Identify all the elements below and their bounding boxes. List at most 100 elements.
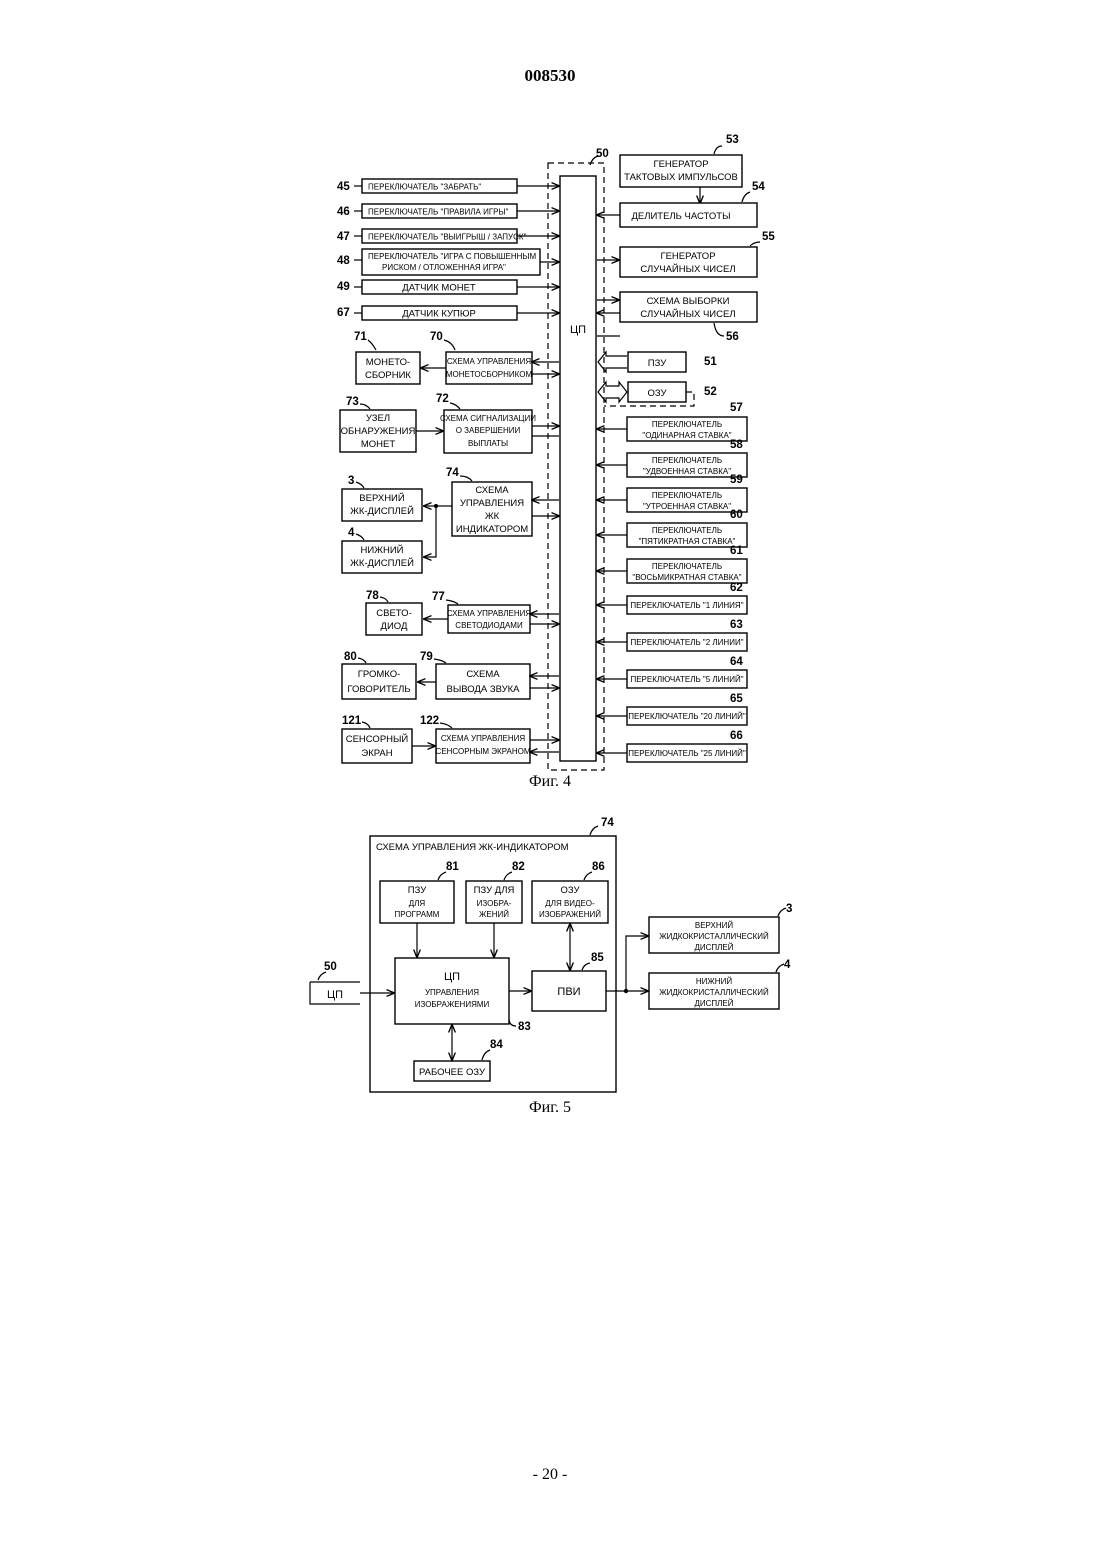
svg-text:46: 46 [337,206,350,218]
svg-text:"УДВОЕННАЯ СТАВКА": "УДВОЕННАЯ СТАВКА" [643,467,731,476]
left-input-switch: ПЕРЕКЛЮЧАТЕЛЬ "ВЫИГРЫШ / ЗАПУСК" 47 [337,229,559,243]
svg-text:3: 3 [348,475,354,487]
svg-text:ПЕРЕКЛЮЧАТЕЛЬ: ПЕРЕКЛЮЧАТЕЛЬ [652,526,722,535]
svg-text:64: 64 [730,656,743,668]
svg-text:СЛУЧАЙНЫХ ЧИСЕЛ: СЛУЧАЙНЫХ ЧИСЕЛ [640,263,735,275]
svg-text:ПЕРЕКЛЮЧАТЕЛЬ: ПЕРЕКЛЮЧАТЕЛЬ [652,491,722,500]
svg-text:ЭКРАН: ЭКРАН [361,748,392,759]
svg-text:4: 4 [348,527,355,539]
svg-text:65: 65 [730,693,743,705]
svg-text:63: 63 [730,619,743,631]
svg-text:86: 86 [592,861,605,873]
svg-text:ОЗУ: ОЗУ [560,885,580,896]
line-switch: ПЕРЕКЛЮЧАТЕЛЬ "25 ЛИНИЙ" 66 [597,730,747,762]
svg-text:ПЕРЕКЛЮЧАТЕЛЬ "2 ЛИНИИ": ПЕРЕКЛЮЧАТЕЛЬ "2 ЛИНИИ" [630,638,743,647]
svg-text:СЕНСОРНЫЙ: СЕНСОРНЫЙ [346,733,409,745]
svg-text:ГЕНЕРАТОР: ГЕНЕРАТОР [660,251,715,262]
svg-text:49: 49 [337,281,350,293]
svg-text:72: 72 [436,393,449,405]
svg-text:МОНЕТ: МОНЕТ [361,439,396,450]
svg-text:О ЗАВЕРШЕНИИ: О ЗАВЕРШЕНИИ [456,426,521,435]
svg-text:121: 121 [342,715,362,727]
touch-control-block: СХЕМА УПРАВЛЕНИЯ СЕНСОРНЫМ ЭКРАНОМ 122 [412,715,559,763]
svg-text:ГРОМКО-: ГРОМКО- [358,669,401,680]
svg-text:ИЗОБРАЖЕНИЯМИ: ИЗОБРАЖЕНИЯМИ [415,1000,490,1009]
bet-switch: ПЕРЕКЛЮЧАТЕЛЬ "ОДИНАРНАЯ СТАВКА" 57 [597,402,747,441]
svg-text:ПЕРЕКЛЮЧАТЕЛЬ "ИГРА С ПОВЫШЕНН: ПЕРЕКЛЮЧАТЕЛЬ "ИГРА С ПОВЫШЕННЫМ [368,252,536,261]
svg-text:ПЕРЕКЛЮЧАТЕЛЬ "5 ЛИНИЙ": ПЕРЕКЛЮЧАТЕЛЬ "5 ЛИНИЙ" [630,675,743,684]
svg-text:ОЗУ: ОЗУ [647,388,667,399]
svg-text:ЖК-ДИСПЛЕЙ: ЖК-ДИСПЛЕЙ [350,505,414,517]
svg-text:ВЕРХНИЙ: ВЕРХНИЙ [359,492,405,504]
cpu-block [560,176,596,761]
svg-text:ИЗОБРА-: ИЗОБРА- [477,899,512,908]
bet-switch: ПЕРЕКЛЮЧАТЕЛЬ "ВОСЬМИКРАТНАЯ СТАВКА" 61 [597,545,747,583]
svg-text:51: 51 [704,356,717,368]
svg-text:УЗЕЛ: УЗЕЛ [366,413,390,424]
svg-text:ГЕНЕРАТОР: ГЕНЕРАТОР [653,159,708,170]
svg-text:ПВИ: ПВИ [557,986,580,998]
upper-lcd-block: ВЕРХНИЙ ЖК-ДИСПЛЕЙ 3 [342,475,422,521]
svg-text:57: 57 [730,402,743,414]
svg-text:ИНДИКАТОРОМ: ИНДИКАТОРОМ [456,524,528,535]
svg-text:55: 55 [762,231,775,243]
svg-text:62: 62 [730,582,743,594]
svg-text:84: 84 [490,1039,503,1051]
svg-text:МОНЕТО-: МОНЕТО- [366,357,410,368]
svg-text:ЦП: ЦП [327,989,343,1001]
svg-text:СХЕМА: СХЕМА [475,485,509,496]
svg-text:ПЕРЕКЛЮЧАТЕЛЬ "ЗАБРАТЬ": ПЕРЕКЛЮЧАТЕЛЬ "ЗАБРАТЬ" [368,183,481,192]
lower-lcd-block: НИЖНИЙ ЖК-ДИСПЛЕЙ 4 [342,527,422,573]
svg-text:СВЕТО-: СВЕТО- [376,608,411,619]
hopper-block: МОНЕТО- СБОРНИК 71 [354,331,420,384]
svg-text:ПЗУ: ПЗУ [408,885,427,896]
svg-text:66: 66 [730,730,743,742]
svg-text:ГОВОРИТЕЛЬ: ГОВОРИТЕЛЬ [347,684,410,695]
svg-text:ВЕРХНИЙ: ВЕРХНИЙ [695,921,734,930]
lcd-control-block: СХЕМА УПРАВЛЕНИЯ ЖК ИНДИКАТОРОМ 74 [424,467,559,557]
svg-text:ЖИДКОКРИСТАЛЛИЧЕСКИЙ: ЖИДКОКРИСТАЛЛИЧЕСКИЙ [659,988,769,997]
line-switch: ПЕРЕКЛЮЧАТЕЛЬ "5 ЛИНИЙ" 64 [597,656,747,688]
svg-text:ТАКТОВЫХ ИМПУЛЬСОВ: ТАКТОВЫХ ИМПУЛЬСОВ [624,172,738,183]
line-switch: ПЕРЕКЛЮЧАТЕЛЬ "20 ЛИНИЙ" 65 [597,693,747,725]
page-number: - 20 - [0,1466,1100,1484]
svg-text:УПРАВЛЕНИЯ: УПРАВЛЕНИЯ [460,498,524,509]
svg-text:ПЗУ: ПЗУ [648,358,667,369]
svg-text:83: 83 [518,1021,531,1033]
svg-text:ЖИДКОКРИСТАЛЛИЧЕСКИЙ: ЖИДКОКРИСТАЛЛИЧЕСКИЙ [659,932,769,941]
svg-text:ПЕРЕКЛЮЧАТЕЛЬ "1 ЛИНИЯ": ПЕРЕКЛЮЧАТЕЛЬ "1 ЛИНИЯ" [630,601,743,610]
svg-text:ПЕРЕКЛЮЧАТЕЛЬ "ВЫИГРЫШ / ЗАПУС: ПЕРЕКЛЮЧАТЕЛЬ "ВЫИГРЫШ / ЗАПУСК" [368,233,527,242]
svg-text:ПЕРЕКЛЮЧАТЕЛЬ "ПРАВИЛА ИГРЫ": ПЕРЕКЛЮЧАТЕЛЬ "ПРАВИЛА ИГРЫ" [368,208,509,217]
svg-text:50: 50 [324,961,337,973]
svg-text:ЖК: ЖК [485,511,500,522]
svg-text:53: 53 [726,134,739,146]
svg-text:77: 77 [432,591,445,603]
left-input-switch: ПЕРЕКЛЮЧАТЕЛЬ "ЗАБРАТЬ" 45 [337,179,559,193]
led-control-block: СХЕМА УПРАВЛЕНИЯ СВЕТОДИОДАМИ 77 [424,591,559,633]
svg-text:74: 74 [446,467,459,479]
svg-text:ПЕРЕКЛЮЧАТЕЛЬ: ПЕРЕКЛЮЧАТЕЛЬ [652,420,722,429]
svg-text:ПЕРЕКЛЮЧАТЕЛЬ: ПЕРЕКЛЮЧАТЕЛЬ [652,456,722,465]
svg-text:ДИСПЛЕЙ: ДИСПЛЕЙ [694,943,733,952]
touch-screen-block: СЕНСОРНЫЙ ЭКРАН 121 [342,715,412,763]
svg-text:РИСКОМ / ОТЛОЖЕННАЯ ИГРА": РИСКОМ / ОТЛОЖЕННАЯ ИГРА" [382,263,506,272]
line-switch: ПЕРЕКЛЮЧАТЕЛЬ "2 ЛИНИИ" 63 [597,619,747,651]
svg-text:79: 79 [420,651,433,663]
svg-text:ПЗУ ДЛЯ: ПЗУ ДЛЯ [474,885,515,896]
svg-text:ИЗОБРАЖЕНИЙ: ИЗОБРАЖЕНИЙ [539,910,601,919]
svg-text:61: 61 [730,545,743,557]
svg-text:45: 45 [337,181,350,193]
ram-block: ОЗУ 52 [598,382,717,406]
svg-text:81: 81 [446,861,459,873]
svg-text:ОБНАРУЖЕНИЯ: ОБНАРУЖЕНИЯ [341,426,416,437]
svg-text:НИЖНИЙ: НИЖНИЙ [361,544,404,556]
svg-text:ВЫВОДА ЗВУКА: ВЫВОДА ЗВУКА [446,684,520,695]
svg-text:80: 80 [344,651,357,663]
rng-block: ГЕНЕРАТОР СЛУЧАЙНЫХ ЧИСЕЛ 55 [597,231,775,277]
svg-text:МОНЕТОСБОРНИКОМ: МОНЕТОСБОРНИКОМ [446,370,533,379]
svg-text:122: 122 [420,715,439,727]
svg-text:СХЕМА УПРАВЛЕНИЯ: СХЕМА УПРАВЛЕНИЯ [441,734,526,743]
left-input-switch: ДАТЧИК МОНЕТ 49 [337,280,559,294]
speaker-block: ГРОМКО- ГОВОРИТЕЛЬ 80 [342,651,416,699]
svg-text:УПРАВЛЕНИЯ: УПРАВЛЕНИЯ [425,988,479,997]
